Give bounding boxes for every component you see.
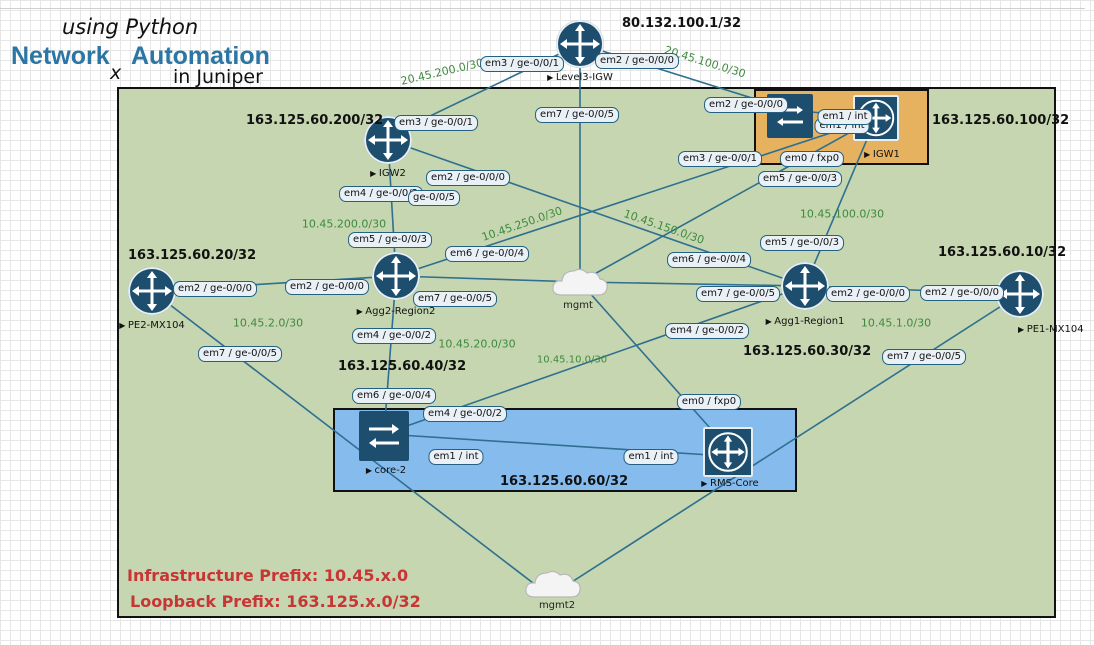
- pe1-label: PE1-MX104: [1018, 324, 1094, 335]
- interface-badge[interactable]: em4 / ge-0/0/2: [665, 323, 749, 339]
- link-igw1-agg1[interactable]: [804, 117, 877, 287]
- infrastructure-prefix-text: Infrastructure Prefix: 10.45.x.0: [127, 566, 409, 585]
- title-network: Network: [11, 42, 110, 70]
- mgmt-label: mgmt: [563, 300, 593, 311]
- interface-badge[interactable]: em1 / int: [817, 109, 873, 125]
- subnet-label: 10.45.1.0/30: [860, 316, 932, 330]
- interface-badge[interactable]: em0 / fxp0: [676, 394, 742, 410]
- link-igw1-mgmt[interactable]: [579, 117, 877, 283]
- switch-icon[interactable]: [359, 411, 409, 461]
- link-agg2-core2[interactable]: [383, 275, 397, 435]
- interface-badge[interactable]: em2 / ge-0/0/0: [595, 53, 679, 69]
- interface-badge[interactable]: em1 / int: [623, 449, 679, 465]
- interface-badge[interactable]: em2 / ge-0/0/0: [285, 279, 369, 295]
- loopback-pe1: 163.125.60.10/32: [938, 245, 1067, 260]
- pe2-label: PE2-MX104: [119, 320, 185, 331]
- level3-igw-label: Level3-IGW: [547, 72, 613, 83]
- interface-badge[interactable]: ge-0/0/5: [408, 190, 460, 206]
- interface-badge[interactable]: em3 / ge-0/0/1: [678, 151, 762, 167]
- interface-badge[interactable]: em3 / ge-0/0/1: [480, 56, 564, 72]
- interface-badge[interactable]: em5 / ge-0/0/3: [758, 171, 842, 187]
- interface-badge[interactable]: em5 / ge-0/0/3: [760, 235, 844, 251]
- interface-badge[interactable]: em6 / ge-0/0/4: [352, 388, 436, 404]
- loopback-pe2: 163.125.60.20/32: [128, 248, 257, 263]
- interface-badge[interactable]: em1 / int: [428, 449, 484, 465]
- interface-badge[interactable]: em6 / ge-0/0/4: [667, 252, 751, 268]
- interface-badge[interactable]: em2 / ge-0/0/0: [704, 97, 788, 113]
- igw2-label: IGW2: [370, 168, 406, 179]
- link-mgmt-agg1[interactable]: [579, 281, 806, 287]
- subnet-label: 10.45.20.0/30: [438, 337, 516, 351]
- interface-badge[interactable]: em3 / ge-0/0/1: [394, 115, 478, 131]
- interface-badge[interactable]: em0 / fxp0: [779, 151, 845, 167]
- igw1-label: IGW1: [864, 149, 900, 160]
- interface-badge[interactable]: em7 / ge-0/0/5: [882, 349, 966, 365]
- title-x: x: [110, 62, 122, 84]
- router-icon[interactable]: [128, 267, 176, 315]
- loopback-level3: 80.132.100.1/32: [622, 16, 742, 31]
- loopback-igw1: 163.125.60.100/32: [932, 113, 1070, 128]
- title-automation: Automation: [131, 42, 270, 70]
- loopback-agg1: 163.125.60.30/32: [743, 344, 872, 359]
- interface-badge[interactable]: em7 / ge-0/0/5: [535, 107, 619, 123]
- cloud-icon[interactable]: [523, 567, 583, 601]
- subnet-label: 10.45.200.0/30: [301, 217, 387, 231]
- link-mgmt-rms[interactable]: [579, 281, 727, 447]
- loopback-prefix-text: Loopback Prefix: 163.125.x.0/32: [130, 592, 421, 611]
- interface-badge[interactable]: em5 / ge-0/0/3: [348, 232, 432, 248]
- interface-badge[interactable]: em7 / ge-0/0/5: [696, 286, 780, 302]
- loopback-core2: 163.125.60.40/32: [338, 359, 467, 374]
- interface-badge[interactable]: em2 / ge-0/0/0: [173, 281, 257, 297]
- interface-badge[interactable]: em2 / ge-0/0/0: [920, 285, 1004, 301]
- subnet-label: 10.45.2.0/30: [232, 316, 304, 330]
- interface-badge[interactable]: em6 / ge-0/0/4: [445, 246, 529, 262]
- loopback-igw2: 163.125.60.200/32: [246, 113, 384, 128]
- router-icon[interactable]: [372, 252, 420, 300]
- interface-badge[interactable]: em4 / ge-0/0/2: [352, 328, 436, 344]
- router-icon[interactable]: [781, 262, 829, 310]
- mgmt2-label: mgmt2: [538, 600, 576, 611]
- interface-badge[interactable]: em2 / ge-0/0/0: [826, 286, 910, 302]
- interface-badge[interactable]: em7 / ge-0/0/5: [413, 291, 497, 307]
- link-pe1-mgmt2[interactable]: [549, 293, 1021, 597]
- subnet-label: 10.45.100.0/30: [799, 207, 885, 221]
- link-agg2-mgmt[interactable]: [395, 275, 581, 283]
- loopback-core-zone: 163.125.60.60/32: [500, 474, 629, 489]
- title-line1: using Python: [62, 15, 199, 39]
- top-divider: [0, 8, 1085, 9]
- agg1-label: Agg1-Region1: [766, 316, 844, 327]
- title-juniper: in Juniper: [173, 66, 263, 88]
- rms-core-label: RMS-Core: [701, 478, 759, 489]
- interface-badge[interactable]: em4 / ge-0/0/2: [423, 406, 507, 422]
- link-pe2-mgmt2[interactable]: [151, 290, 551, 597]
- cloud-icon[interactable]: [550, 265, 610, 299]
- agg2-label: Agg2-Region2: [357, 306, 435, 317]
- router-icon[interactable]: [996, 270, 1044, 318]
- core2-label: core-2: [366, 465, 407, 476]
- interface-badge[interactable]: em7 / ge-0/0/5: [198, 346, 282, 362]
- interface-badge[interactable]: em2 / ge-0/0/0: [426, 170, 510, 186]
- router-icon[interactable]: [703, 427, 753, 477]
- subnet-label: 10.45.10.0/30: [536, 354, 608, 366]
